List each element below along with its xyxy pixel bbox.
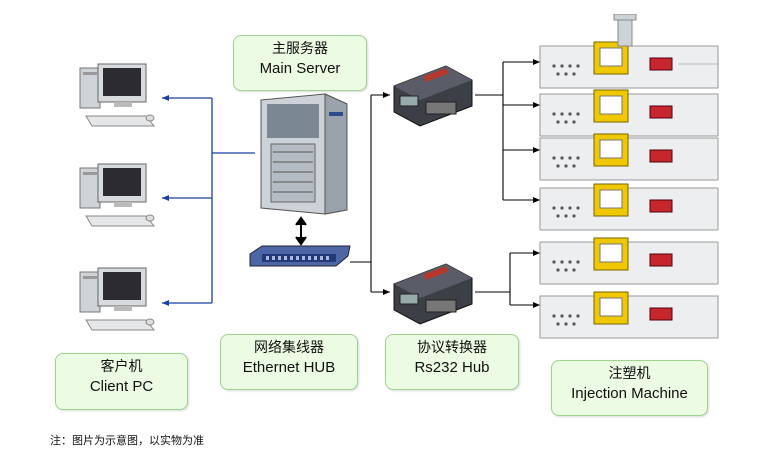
rs232-hub-label: 协议转换器 Rs232 Hub bbox=[385, 334, 519, 390]
ethernet-hub-label-en: Ethernet HUB bbox=[242, 359, 336, 376]
rs232-converter-icon bbox=[393, 263, 473, 325]
injection-machine-label-cn: 注塑机 bbox=[608, 366, 651, 382]
main-server-label: 主服务器 Main Server bbox=[233, 35, 367, 91]
main-server-icon bbox=[260, 93, 348, 215]
rs232-hub-label-en: Rs232 Hub bbox=[414, 359, 490, 376]
client-pc-label: 客户机 Client PC bbox=[55, 353, 188, 410]
footnote: 注：图片为示意图，以实物为准 bbox=[50, 434, 204, 447]
client-pc-icon bbox=[79, 267, 156, 331]
rs232-hub-label-cn: 协议转换器 bbox=[417, 340, 487, 356]
client-pc-label-en: Client PC bbox=[89, 378, 154, 395]
client-network-lines bbox=[162, 95, 255, 306]
rs232-converter-icon bbox=[393, 65, 473, 127]
client-pc-icon bbox=[79, 63, 156, 127]
injection-machine-icon bbox=[539, 14, 719, 339]
server-hub-link bbox=[295, 216, 307, 246]
converter-machine-lines bbox=[475, 59, 540, 308]
client-pc-icon bbox=[79, 163, 156, 227]
hub-converter-lines bbox=[350, 92, 390, 295]
main-server-label-en: Main Server bbox=[259, 60, 341, 77]
ethernet-hub-icon bbox=[249, 245, 351, 267]
ethernet-hub-label: 网络集线器 Ethernet HUB bbox=[220, 334, 358, 390]
client-pc-label-cn: 客户机 bbox=[100, 359, 143, 375]
injection-machine-label-en: Injection Machine bbox=[571, 385, 688, 402]
ethernet-hub-label-cn: 网络集线器 bbox=[254, 340, 324, 356]
main-server-label-cn: 主服务器 bbox=[272, 41, 328, 57]
injection-machine-label: 注塑机 Injection Machine bbox=[551, 360, 708, 416]
